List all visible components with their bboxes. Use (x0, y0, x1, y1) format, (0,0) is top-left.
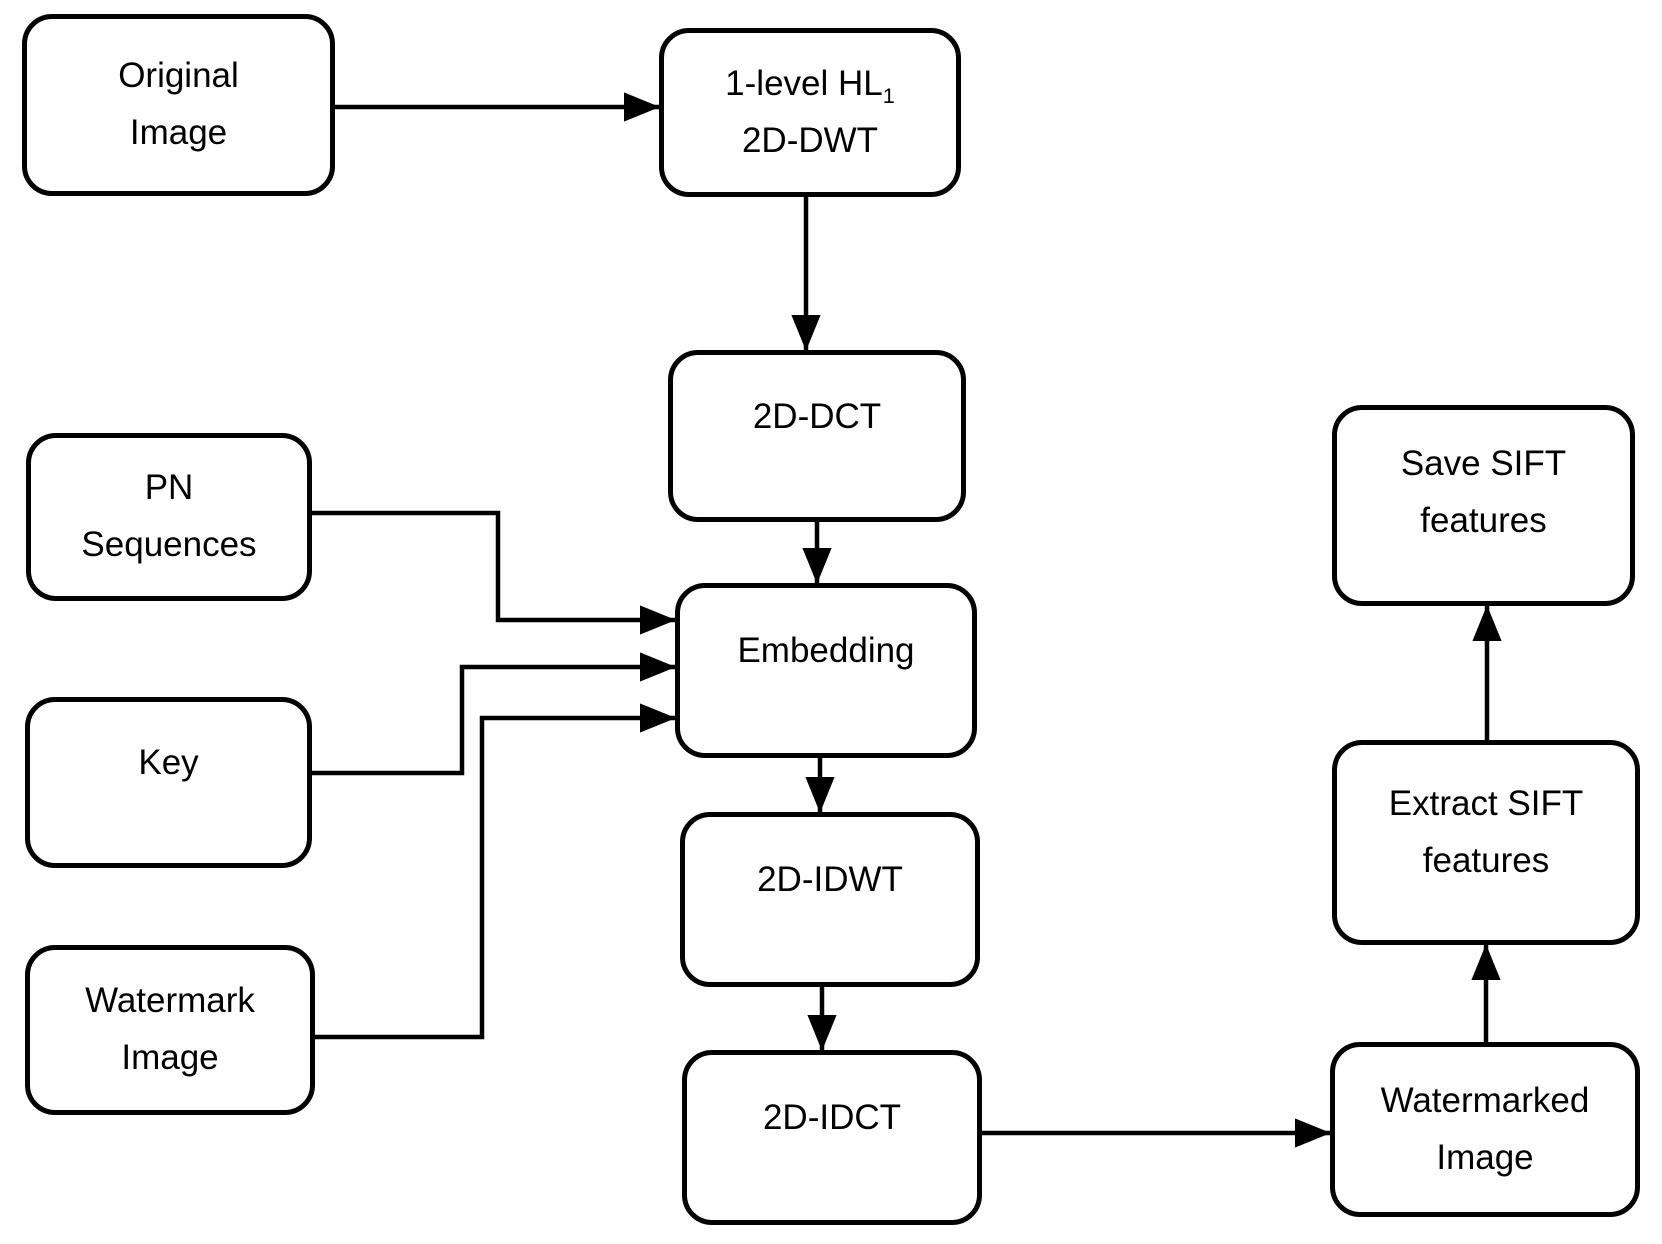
node-2d-dct: 2D-DCT (668, 350, 966, 522)
node-label: Image (121, 1038, 219, 1077)
node-pn-sequences: PN Sequences (26, 433, 312, 601)
node-label: Save SIFT (1400, 443, 1567, 483)
node-original-image: Original Image (22, 14, 335, 196)
node-label: 2D-IDWT (757, 860, 903, 900)
connector-key-to-embedding (312, 652, 676, 776)
node-extract-sift-features: Extract SIFT features (1332, 740, 1640, 945)
node-2d-idwt: 2D-IDWT (680, 812, 980, 987)
node-label: Watermarked (1380, 1080, 1590, 1120)
node-label: 2D-DCT (752, 396, 882, 436)
node-save-sift-features: Save SIFT features (1332, 405, 1635, 606)
node-label: Embedding (737, 631, 915, 671)
node-label: Watermark (85, 981, 255, 1021)
node-key: Key (25, 697, 312, 868)
node-watermarked-image: Watermarked Image (1330, 1042, 1640, 1217)
node-label: Original (118, 56, 239, 96)
node-label: Image (129, 113, 228, 152)
connector-watermark-to-embedding (315, 703, 676, 1040)
node-label: Sequences (81, 525, 257, 564)
node-label-main: 1-level HL (725, 63, 883, 103)
connector-pn-to-embedding (312, 510, 676, 635)
node-1-level-hl1-2d-dwt: 1-level HL1 2D-DWT (659, 28, 961, 197)
node-watermark-image: Watermark Image (25, 945, 315, 1115)
node-label: features (1420, 500, 1547, 540)
node-label: 1-level HL1 (725, 56, 895, 113)
node-embedding: Embedding (675, 583, 977, 758)
node-label: Extract SIFT (1388, 783, 1584, 823)
node-label: Key (138, 743, 199, 783)
node-label: 2D-IDCT (762, 1098, 902, 1138)
node-2d-idct: 2D-IDCT (682, 1050, 982, 1225)
node-label: Image (1436, 1137, 1534, 1177)
node-label: PN (144, 468, 194, 508)
node-label: features (1422, 840, 1550, 880)
subscript-1: 1 (882, 82, 895, 108)
node-label: 2D-DWT (741, 120, 879, 160)
